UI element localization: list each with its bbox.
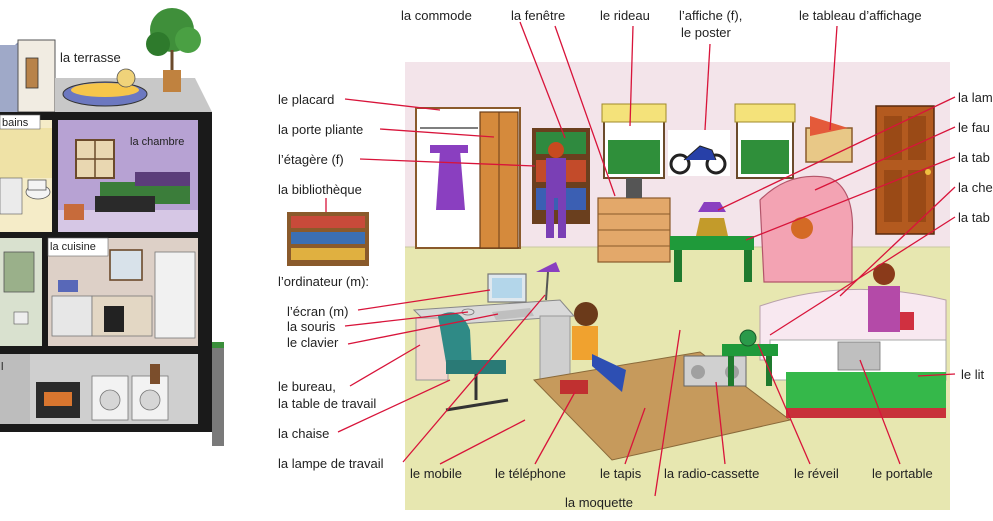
- bed: [759, 288, 947, 418]
- green-table: [670, 202, 754, 282]
- label-poster: le poster: [681, 25, 732, 40]
- label-basement: l: [1, 361, 3, 373]
- bedroom-scene: [405, 62, 950, 510]
- house-cross-section: la terrasse bains la chambre: [0, 8, 224, 446]
- radio-cassette: [683, 355, 747, 387]
- label-terrasse: la terrasse: [60, 50, 121, 65]
- label-affiche: l’affiche (f),: [679, 8, 742, 23]
- label-lampe-de-travail: la lampe de travail: [278, 456, 384, 471]
- label-radio-cassette: la radio-cassette: [664, 466, 759, 481]
- terrace-door: [25, 57, 39, 89]
- motorcycle-poster: [668, 130, 730, 176]
- label-reveil: le réveil: [794, 466, 839, 481]
- label-souris: la souris: [287, 319, 336, 334]
- label-la-chambre: la chambre: [130, 136, 184, 148]
- label-porte-pliante: la porte pliante: [278, 122, 363, 137]
- label-la-cuisine: la cuisine: [50, 241, 96, 253]
- label-tapis: le tapis: [600, 466, 642, 481]
- label-table-1: la tab: [958, 150, 990, 165]
- label-ecran: l’écran (m): [287, 304, 348, 319]
- laptop: [837, 341, 881, 371]
- label-chevet: la che: [958, 180, 993, 195]
- window-left: [601, 103, 667, 179]
- label-table-2: la tab: [958, 210, 990, 225]
- label-clavier: le clavier: [287, 335, 339, 350]
- label-ordinateur: l’ordinateur (m):: [278, 274, 369, 289]
- label-portable: le portable: [872, 466, 933, 481]
- fridge: [154, 251, 196, 339]
- ball: [116, 68, 136, 88]
- label-placard: le placard: [278, 92, 334, 107]
- label-bibliotheque: la bibliothèque: [278, 182, 362, 197]
- boy-head: [548, 142, 564, 158]
- bedroom-door: [875, 105, 935, 235]
- desk-lamp: [536, 262, 560, 272]
- alarm-clock: [739, 329, 757, 347]
- vocabulary-labels: le placard la porte pliante l’étagère (f…: [278, 8, 993, 510]
- label-lit: le lit: [961, 367, 985, 382]
- keyboard: [492, 308, 534, 320]
- label-bureau: le bureau,: [278, 379, 336, 394]
- armchair: [759, 175, 854, 283]
- floor-slab-1: [0, 112, 212, 120]
- reading-boy: [560, 302, 626, 394]
- label-fauteuil: le fau: [958, 120, 990, 135]
- ground: [212, 346, 224, 446]
- label-lampe: la lam: [958, 90, 993, 105]
- stove: [51, 295, 93, 337]
- purple-coat: [436, 150, 465, 210]
- label-table-de-travail: la table de travail: [278, 396, 376, 411]
- bulletin-board: [805, 116, 853, 163]
- label-etagere: l’étagère (f): [278, 152, 344, 167]
- label-mobile: le mobile: [410, 466, 462, 481]
- label-commode: la commode: [401, 8, 472, 23]
- plant-pot: [163, 70, 181, 92]
- bed-blanket: [786, 372, 946, 414]
- dresser: [597, 178, 671, 263]
- kitchen-window: [109, 249, 143, 281]
- label-tableau-affichage: le tableau d’affichage: [799, 8, 922, 23]
- small-box: [64, 204, 84, 220]
- bookshelf-thumbnail: [287, 212, 369, 266]
- label-telephone: le téléphone: [495, 466, 566, 481]
- desk-chair: [438, 312, 509, 412]
- telephone: [560, 380, 588, 394]
- label-chaise: la chaise: [278, 426, 329, 441]
- girl-on-bed: [868, 263, 914, 332]
- kitchen-cabinet: [104, 306, 124, 332]
- label-moquette: la moquette: [565, 495, 633, 510]
- label-fenetre: la fenêtre: [511, 8, 565, 23]
- label-rideau: le rideau: [600, 8, 650, 23]
- pointer-lines: [325, 21, 956, 497]
- label-bains: bains: [2, 117, 29, 129]
- window-right: [734, 103, 796, 179]
